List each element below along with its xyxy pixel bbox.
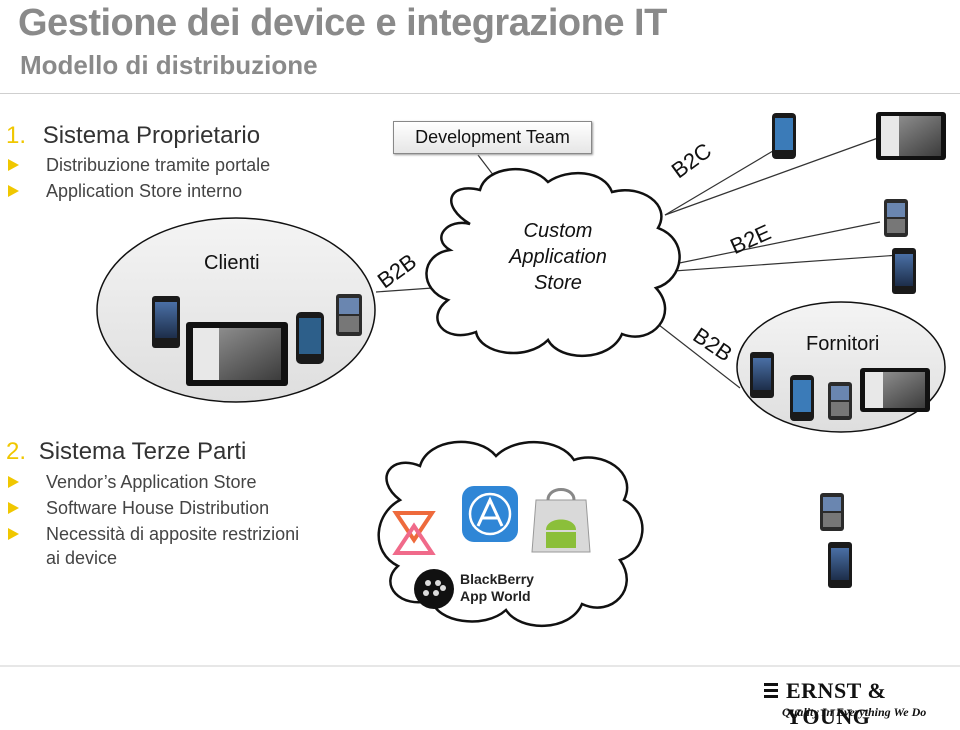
bullet-triangle-icon <box>8 528 19 540</box>
page-subtitle: Modello di distribuzione <box>20 50 318 80</box>
list-item: Application Store interno <box>0 178 270 204</box>
section1-number: 1. <box>6 122 27 149</box>
blackberry-app-world-label: BlackBerry App World <box>460 571 534 604</box>
bullet-triangle-icon <box>8 476 19 488</box>
ernst-young-logo: ERNST & YOUNG <box>786 678 887 729</box>
windows-phone-marketplace-icon <box>392 511 436 555</box>
list-item: Software House Distribution <box>0 495 299 521</box>
development-team-box: Development Team <box>393 121 592 154</box>
custom-store-cloud <box>425 168 681 358</box>
section2-number: 2. <box>6 438 27 465</box>
section2-devices <box>820 493 852 588</box>
apple-app-store-icon <box>462 486 518 542</box>
list-item-continued: ai device <box>46 548 118 568</box>
b2e-devices <box>884 199 916 294</box>
list-item: Distribuzione tramite portale <box>0 152 270 178</box>
fornitori-devices <box>750 352 930 421</box>
bullet-triangle-icon <box>8 159 19 171</box>
section1-heading: 1. Sistema Proprietario <box>6 122 260 150</box>
android-market-icon <box>531 488 591 553</box>
ernst-young-logo-mark <box>764 683 778 698</box>
clienti-devices <box>152 294 362 386</box>
list-item: Necessità di apposite restrizioni <box>0 521 299 547</box>
section1-bullets: Distribuzione tramite portale Applicatio… <box>0 152 270 204</box>
bullet-triangle-icon <box>8 185 19 197</box>
blackberry-app-world-icon <box>414 569 454 609</box>
page-title: Gestione dei device e integrazione IT <box>18 2 667 44</box>
ernst-young-tagline: Quality In Everything We Do <box>782 705 927 719</box>
section2-heading: 2. Sistema Terze Parti <box>6 438 246 466</box>
section1-title: Sistema Proprietario <box>42 122 261 149</box>
b2c-devices <box>772 112 946 160</box>
fornitori-label: Fornitori <box>806 333 880 355</box>
header-divider <box>0 93 960 94</box>
custom-store-label: Custom Application Store <box>509 220 607 294</box>
section2-bullets: Vendor’s Application Store Software Hous… <box>0 469 299 571</box>
section2-title: Sistema Terze Parti <box>38 438 247 465</box>
clienti-label: Clienti <box>204 252 260 274</box>
bullet-triangle-icon <box>8 502 19 514</box>
list-item: Vendor’s Application Store <box>0 469 299 495</box>
